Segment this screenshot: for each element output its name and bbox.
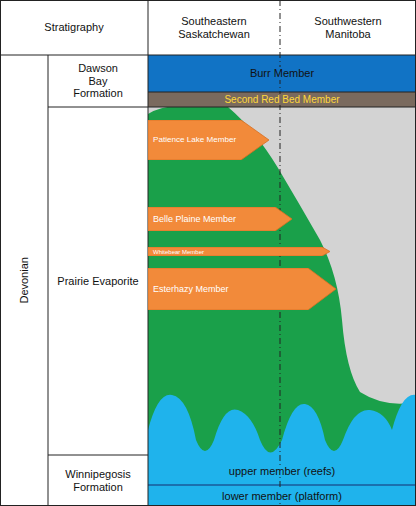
arrow-outline	[148, 207, 292, 231]
layer-label: Whitebear Member	[148, 249, 204, 255]
layer-label: Second Red Bed Member	[221, 94, 342, 106]
header-cell: Stratigraphy	[0, 0, 148, 55]
header-cell: Southwestern Manitoba	[280, 0, 416, 55]
layer-label: upper member (reefs)	[226, 465, 338, 478]
member-arrow: Belle Plaine Member	[148, 207, 292, 231]
formation-cell: Winnipegosis Formation	[48, 455, 148, 506]
band-line	[148, 107, 416, 108]
layer-label: Prairie Evaporite	[57, 275, 138, 288]
band-line	[148, 484, 416, 486]
band-line	[148, 92, 416, 93]
arrow-outline	[148, 268, 336, 310]
burr-band	[148, 55, 416, 92]
layer-label: Burr Member	[247, 67, 317, 80]
formation-cell: Dawson Bay Formation	[48, 55, 148, 107]
layer-label: Patience Lake Member	[148, 136, 236, 144]
table-line	[48, 107, 148, 108]
layer-label: Stratigraphy	[44, 21, 103, 34]
layer-label: Devonian	[18, 257, 31, 303]
layer-label: Southeastern Saskatchewan	[178, 15, 250, 40]
red-bed-band	[148, 92, 416, 107]
layer-label: Southwestern Manitoba	[304, 15, 392, 40]
layer-label: Winnipegosis Formation	[58, 468, 138, 493]
reef-region	[148, 395, 416, 506]
arrow-outline	[148, 247, 330, 256]
header-cell: Southeastern Saskatchewan	[148, 0, 280, 55]
formation-cell: Prairie Evaporite	[48, 107, 148, 455]
layer-label: Dawson Bay Formation	[70, 62, 126, 100]
member-band: Burr Member	[148, 55, 416, 92]
layer-label: lower member (platform)	[219, 490, 345, 503]
member-arrow: Whitebear Member	[148, 247, 330, 256]
evaporite-region	[148, 106, 416, 455]
member-arrow: Esterhazy Member	[148, 268, 336, 310]
member-arrow: Patience Lake Member	[148, 120, 269, 160]
table-line	[0, 55, 416, 56]
table-line	[48, 55, 49, 506]
arrow-outline	[148, 120, 269, 160]
absent-region	[148, 107, 416, 455]
table-line	[48, 455, 148, 456]
member-band: lower member (platform)	[148, 486, 416, 506]
layer-label: Esterhazy Member	[148, 285, 229, 294]
layer-label: Belle Plaine Member	[148, 215, 236, 224]
member-band: Second Red Bed Member	[148, 92, 416, 107]
era-cell: Devonian	[0, 55, 48, 506]
member-band: upper member (reefs)	[148, 458, 416, 484]
